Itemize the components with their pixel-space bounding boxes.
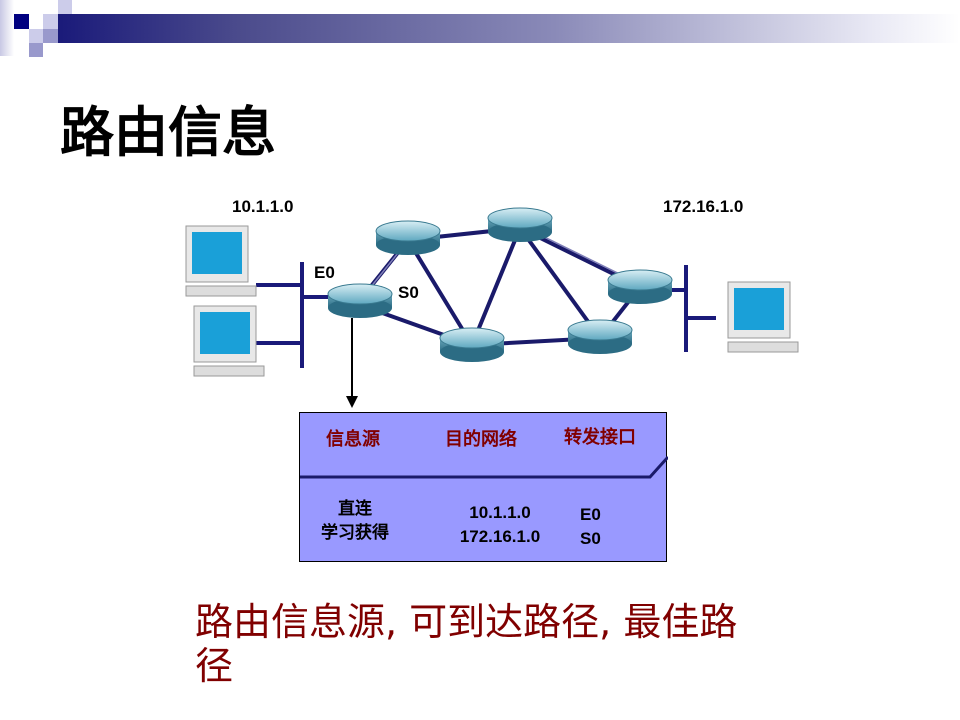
cell-source: 直连 学习获得 bbox=[300, 497, 410, 545]
router-icon bbox=[327, 283, 393, 318]
lan-left bbox=[256, 262, 330, 368]
router-icon bbox=[375, 220, 441, 255]
deco-square bbox=[58, 0, 72, 14]
computer-icon bbox=[193, 305, 265, 377]
cell-interface: E0 S0 bbox=[580, 503, 601, 551]
cell-interface-row-2: S0 bbox=[580, 529, 601, 548]
deco-square bbox=[29, 43, 43, 57]
deco-square bbox=[29, 29, 43, 43]
routing-table: 信息源 目的网络 转发接口 直连 学习获得 10.1.1.0 172.16.1.… bbox=[299, 412, 668, 562]
deco-square bbox=[14, 14, 29, 29]
header-network: 目的网络 bbox=[445, 429, 517, 450]
cell-interface-row-1: E0 bbox=[580, 505, 601, 524]
header-source: 信息源 bbox=[326, 429, 380, 450]
cell-network-row-1: 10.1.1.0 bbox=[469, 503, 531, 522]
cell-source-row-1: 直连 bbox=[338, 499, 372, 518]
table-divider bbox=[300, 455, 668, 479]
interface-s0-label: S0 bbox=[398, 283, 419, 302]
router-icon bbox=[487, 207, 553, 242]
interface-e0-label: E0 bbox=[314, 263, 335, 282]
lan-right bbox=[670, 265, 716, 352]
router-icon bbox=[567, 319, 633, 354]
left-network-label: 10.1.1.0 bbox=[232, 197, 294, 216]
cell-source-row-2: 学习获得 bbox=[321, 523, 389, 542]
network-diagram bbox=[185, 207, 799, 408]
slide-title: 路由信息 bbox=[60, 101, 276, 164]
deco-square bbox=[43, 29, 58, 43]
router-icon bbox=[607, 269, 673, 304]
right-network-label: 172.16.1.0 bbox=[663, 197, 744, 216]
deco-square bbox=[0, 0, 14, 56]
cell-network-row-2: 172.16.1.0 bbox=[459, 527, 541, 546]
cell-network: 10.1.1.0 172.16.1.0 bbox=[440, 501, 560, 549]
deco-square bbox=[43, 14, 58, 29]
computer-icon bbox=[727, 281, 799, 353]
router-icon bbox=[439, 327, 505, 362]
computer-icon bbox=[185, 225, 257, 297]
header-interface: 转发接口 bbox=[564, 427, 636, 448]
arrow-head bbox=[346, 396, 358, 408]
header-bar bbox=[58, 14, 960, 43]
caption-text: 路由信息源, 可到达路径, 最佳路径 bbox=[195, 600, 738, 688]
